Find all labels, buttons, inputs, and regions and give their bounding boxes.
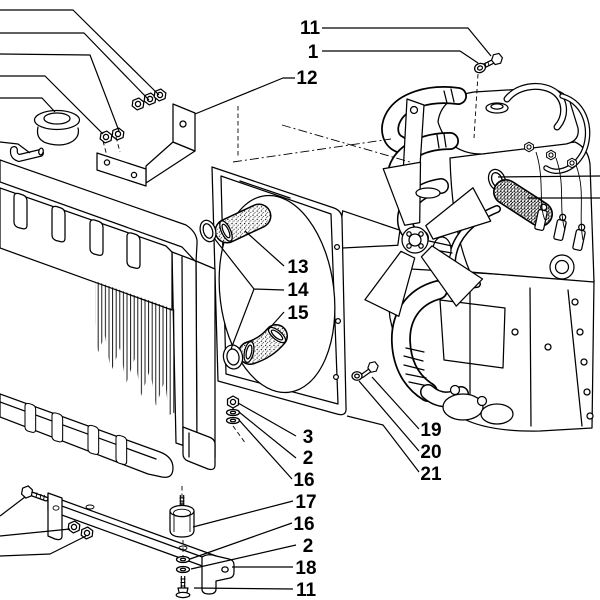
callout-2-lower: 2 xyxy=(303,536,314,557)
edge-leader xyxy=(0,496,26,517)
callout-13: 13 xyxy=(287,257,308,278)
callout-20: 20 xyxy=(420,442,441,463)
edge-leader xyxy=(0,528,71,537)
engine-hose-stippled xyxy=(493,179,553,227)
callout-11-lower: 11 xyxy=(296,580,317,600)
leader-19 xyxy=(371,376,420,430)
callout-labels: 11 1 12 13 14 15 3 2 16 17 16 2 18 11 19… xyxy=(287,18,442,600)
nut xyxy=(131,96,145,112)
shroud-washer-20 xyxy=(351,371,363,381)
leader-20 xyxy=(358,380,420,452)
fuel-lines xyxy=(535,151,584,241)
edge-leader xyxy=(0,53,120,132)
upper-mount-bracket xyxy=(96,103,196,187)
foam-seal-strip xyxy=(0,159,198,263)
radiator xyxy=(0,109,216,478)
bottom-corner-flap xyxy=(182,426,216,471)
bracket-foot-plate xyxy=(96,152,147,187)
washer-16 xyxy=(225,416,241,425)
callout-18: 18 xyxy=(295,558,316,579)
bottom-tank xyxy=(0,393,174,478)
shroud-bolt-19 xyxy=(359,359,380,379)
bolt-11-lower xyxy=(175,576,191,599)
leader-14 xyxy=(213,237,285,350)
starter xyxy=(480,403,514,425)
lower-radiator-hose xyxy=(238,324,288,365)
callout-19: 19 xyxy=(420,420,441,441)
leader-17 xyxy=(192,500,294,528)
callout-11-top: 11 xyxy=(300,18,321,39)
radiator-core xyxy=(95,281,176,415)
edge-leader xyxy=(0,141,31,154)
washer-2-lower xyxy=(175,565,191,574)
crossmember-bolt xyxy=(20,484,49,502)
callout-16-lower: 16 xyxy=(293,514,314,535)
cooling-fan xyxy=(336,161,492,317)
block-panel xyxy=(439,299,506,369)
edge-leader xyxy=(0,75,104,135)
callout-2-upper: 2 xyxy=(303,448,314,469)
upper-radiator-hose xyxy=(214,203,272,244)
callout-12: 12 xyxy=(296,68,317,89)
edge-leader xyxy=(0,9,160,96)
fan-shroud xyxy=(211,166,347,416)
callout-1: 1 xyxy=(308,42,319,63)
callout-14: 14 xyxy=(287,280,309,301)
engine-mount xyxy=(442,393,484,421)
leader-13 xyxy=(244,230,285,267)
leader-16-upper xyxy=(238,419,293,480)
crossmember-end-flange xyxy=(47,492,63,541)
rubber-mount-17 xyxy=(169,495,195,538)
leader-12 xyxy=(194,77,295,115)
lower-support-group xyxy=(20,484,235,599)
crossmember-nut xyxy=(67,519,81,535)
leader-11-lower xyxy=(193,587,294,590)
callout-3: 3 xyxy=(303,427,314,448)
callout-21: 21 xyxy=(420,464,442,485)
engine-top-washer xyxy=(473,62,487,74)
leader-2-upper xyxy=(238,411,297,459)
leader-11-top xyxy=(322,27,492,57)
edge-leader xyxy=(0,535,87,557)
engine-assembly xyxy=(336,83,595,432)
leader-lines xyxy=(0,9,600,590)
overflow-pipe xyxy=(9,146,44,163)
washer-16-lower xyxy=(175,555,191,564)
leader-2-lower xyxy=(190,544,297,570)
shroud-stud-fasteners xyxy=(225,395,241,425)
callout-16-upper: 16 xyxy=(293,470,314,491)
edge-leader xyxy=(0,97,56,113)
radiator-cap xyxy=(33,109,81,146)
edge-leader xyxy=(0,32,150,101)
breather-hose xyxy=(503,83,568,131)
phantom-lines xyxy=(102,73,479,556)
edge-leader xyxy=(497,175,600,178)
top-fasteners xyxy=(99,87,167,145)
leader-1 xyxy=(322,50,479,64)
nut-3 xyxy=(226,395,240,409)
callout-15: 15 xyxy=(287,303,309,324)
washer-2 xyxy=(225,408,241,417)
dipstick-boss xyxy=(415,187,441,199)
bracket-plate xyxy=(172,103,196,152)
leader-21 xyxy=(346,415,420,473)
side-tank-outer xyxy=(195,260,216,458)
leader-16-lower xyxy=(189,522,293,560)
engine-top-bolt xyxy=(481,51,504,69)
hose-o-ring-upper xyxy=(199,219,217,243)
wiring-loop xyxy=(543,93,591,174)
leader-3 xyxy=(237,402,297,437)
hose-o-ring-lower xyxy=(222,344,244,370)
callout-17: 17 xyxy=(295,492,316,513)
leader-15 xyxy=(267,311,285,331)
